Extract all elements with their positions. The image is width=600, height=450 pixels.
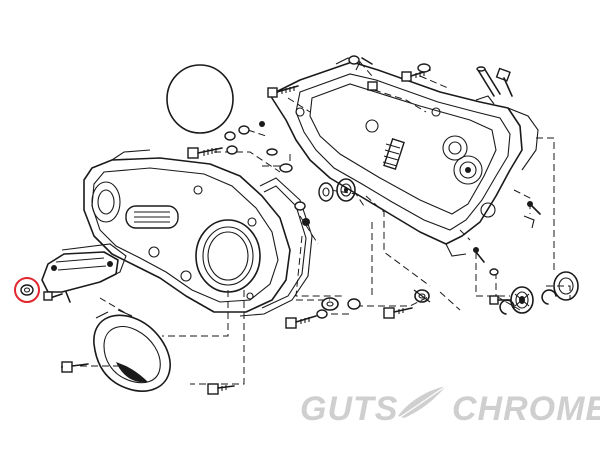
washer-center <box>294 201 310 226</box>
washer-group-top <box>224 121 265 155</box>
outer-primary-cover <box>83 149 291 313</box>
bearing-right <box>510 286 534 314</box>
bolt-top-left <box>267 85 299 98</box>
bolt-cover-top <box>187 147 223 159</box>
bolt-top-right <box>495 67 513 97</box>
o-ring-gasket <box>166 64 234 134</box>
seal-right <box>553 271 579 301</box>
bolt-lower-left <box>285 315 317 329</box>
bearing-center-right <box>336 178 356 202</box>
bolt-bottom-left <box>61 361 89 373</box>
spring-dowel-left <box>266 148 293 173</box>
small-bolt-right <box>473 247 499 276</box>
dowel-pin-top <box>476 66 501 97</box>
derby-cover <box>93 309 171 392</box>
inspection-cover-plate <box>41 243 127 293</box>
primary-cover-gasket <box>239 177 313 317</box>
small-bolt-far-right <box>527 201 541 215</box>
inner-primary-housing <box>269 57 539 257</box>
bolt-bottom-center <box>207 383 235 395</box>
retaining-ring-right <box>499 289 557 315</box>
washer-lower-middle <box>413 289 431 303</box>
small-parts-top-right <box>348 55 431 91</box>
inspection-cover-screws <box>43 291 71 303</box>
washer-lower-left <box>316 297 361 319</box>
bolt-lower-middle <box>383 307 413 319</box>
bearing-center-left <box>318 182 334 202</box>
highlighted-part[interactable] <box>14 277 40 303</box>
clip-right <box>523 215 535 229</box>
